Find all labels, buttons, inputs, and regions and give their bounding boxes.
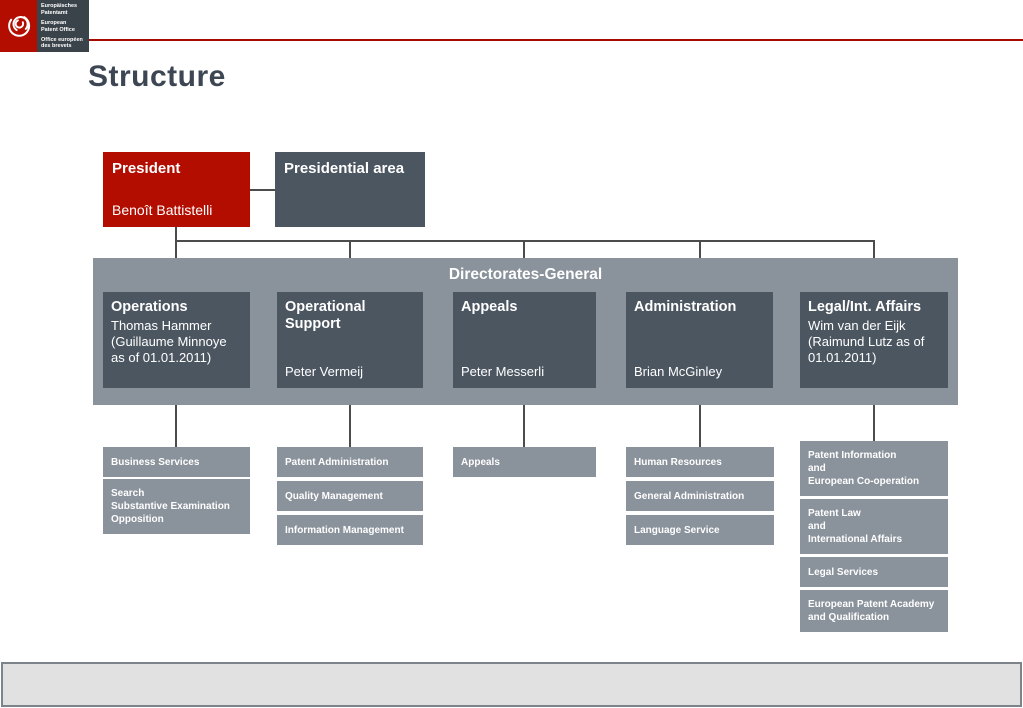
- dg-person: Peter Messerli: [461, 363, 545, 379]
- header-rule: [89, 39, 1023, 41]
- connector-president-down: [175, 227, 177, 240]
- unit-box: Information Management: [277, 515, 423, 545]
- connector-units-1: [175, 405, 177, 447]
- presidential-area-box: Presidential area: [275, 152, 425, 227]
- connector-horizontal: [175, 240, 875, 242]
- connector-drop-3: [523, 240, 525, 258]
- connector-units-5: [873, 405, 875, 441]
- president-role: President: [112, 160, 181, 177]
- units-column-appeals: Appeals: [453, 447, 596, 477]
- dg-person: Peter Vermeij: [285, 363, 364, 379]
- dg-person: Brian McGinley: [634, 363, 723, 379]
- dg-box-administration: Administration Brian McGinley: [626, 292, 773, 388]
- unit-box: Legal Services: [800, 557, 948, 587]
- dg-person: Thomas Hammer (Guillaume Minnoye as of 0…: [111, 317, 227, 366]
- connector-drop-1: [175, 240, 177, 258]
- footer-bar: [1, 662, 1022, 707]
- dg-title: Administration: [634, 299, 737, 315]
- unit-box: Patent Administration: [277, 447, 423, 477]
- dg-title: Operations: [111, 299, 188, 315]
- dg-box-operational-support: Operational Support Peter Vermeij: [277, 292, 423, 388]
- dg-box-operations: Operations Thomas Hammer (Guillaume Minn…: [103, 292, 250, 388]
- dg-title: Appeals: [461, 299, 518, 315]
- units-column-administration: Human Resources General Administration L…: [626, 447, 774, 545]
- epo-spiral-icon: [4, 4, 34, 49]
- unit-box: Quality Management: [277, 481, 423, 511]
- president-name: Benoît Battistelli: [112, 202, 213, 218]
- connector-drop-4: [699, 240, 701, 258]
- units-column-legal: Patent Information and European Co-opera…: [800, 441, 948, 632]
- units-column-operations: Business Services Search Substantive Exa…: [103, 447, 250, 534]
- page-title: Structure: [88, 60, 226, 93]
- units-column-operational-support: Patent Administration Quality Management…: [277, 447, 423, 545]
- logo-text-de: Europäisches Patentamt: [41, 3, 78, 16]
- logo-text-fr: Office européen des brevets: [41, 36, 83, 50]
- unit-box: Business Services: [103, 447, 250, 477]
- unit-box: Patent Law and International Affairs: [800, 499, 948, 554]
- connector-units-3: [523, 405, 525, 447]
- unit-box: European Patent Academy and Qualificatio…: [800, 590, 948, 632]
- connector-units-4: [699, 405, 701, 447]
- unit-box: Human Resources: [626, 447, 774, 477]
- dg-person: Wim van der Eijk (Raimund Lutz as of 01.…: [808, 317, 925, 366]
- epo-logo: [0, 0, 37, 52]
- dg-box-appeals: Appeals Peter Messerli: [453, 292, 596, 388]
- president-box: President Benoît Battistelli: [103, 152, 250, 227]
- logo-text-en: European Patent Office: [41, 19, 75, 33]
- dg-title: Legal/Int. Affairs: [808, 299, 922, 315]
- dg-box-legal-int-affairs: Legal/Int. Affairs Wim van der Eijk (Rai…: [800, 292, 948, 388]
- unit-box: Patent Information and European Co-opera…: [800, 441, 948, 496]
- epo-logo-text: Europäisches Patentamt European Patent O…: [37, 0, 89, 52]
- connector-units-2: [349, 405, 351, 447]
- unit-box: Appeals: [453, 447, 596, 477]
- unit-box: Search Substantive Examination Oppositio…: [103, 479, 250, 534]
- connector-drop-5: [873, 240, 875, 258]
- dg-title: Operational Support: [285, 299, 366, 332]
- band-title: Directorates-General: [448, 266, 603, 283]
- unit-box: General Administration: [626, 481, 774, 511]
- connector-president-area: [250, 189, 275, 191]
- connector-drop-2: [349, 240, 351, 258]
- unit-box: Language Service: [626, 515, 774, 545]
